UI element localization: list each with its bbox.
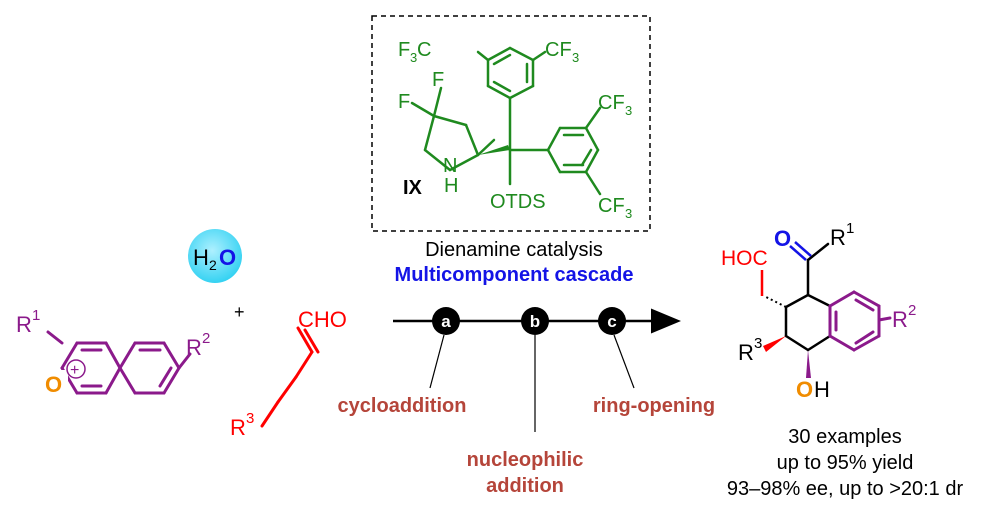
catalyst-box [371,15,651,232]
product-hoc: HOC [721,247,768,270]
pyrylium-r1-sup: 1 [32,307,40,324]
pyrylium-r2-sup: 2 [202,330,210,347]
catalyst-cf3-mid-right: CF [598,92,625,114]
water-sub: 2 [209,257,217,273]
step-b-circle-icon [521,307,549,335]
water-bubble: H 2 O [188,229,242,283]
catalyst-f1: F [398,91,410,113]
r3-wedge-icon [763,336,786,352]
pyrylium-oxygen: O [45,372,62,397]
catalyst-nh-h: H [444,175,458,197]
step-c-key: c [607,312,616,331]
product-r1-sup: 1 [846,220,854,237]
product-r3-sup: 3 [754,335,762,352]
catalysis-text: Dienamine catalysis [425,239,603,261]
step-a-key: a [441,312,451,331]
pyrylium-r2: R [186,335,202,360]
product-r1: R [830,225,846,250]
results-yield: up to 95% yield [777,452,914,474]
catalyst-structure: F 3 C CF 3 CF 3 CF 3 F F N H OTDS IX [398,39,632,221]
plus-sign: + [234,302,245,322]
step-a-circle-icon [432,307,460,335]
catalyst-cf3-top-right: CF [545,39,572,61]
svg-text:C: C [417,39,431,61]
step-b-label-line2: addition [486,475,564,497]
product-r3: R [738,340,754,365]
product-r2: R [892,307,908,332]
water-o: O [219,245,236,270]
water-h: H [193,245,209,270]
positive-charge-icon [66,359,86,379]
catalyst-cf3-mid-right-sub: 3 [625,103,632,118]
aldehyde-r3: R [230,415,246,440]
wedge-bond-icon [478,145,510,155]
aldehyde-structure: CHO R 3 [230,307,347,440]
catalyst-otds: OTDS [490,191,546,213]
pyrylium-charge: + [70,362,79,379]
step-b-key: b [530,312,540,331]
pyrylium-structure: R 1 O + R 2 [16,307,210,397]
product-oh-h: H [814,377,830,402]
step-c: c ring-opening [593,307,715,417]
aldehyde-cho: CHO [298,307,347,332]
catalyst-cf3-bottom-right: CF [598,195,625,217]
cascade-text: Multicomponent cascade [395,264,634,286]
results-examples: 30 examples [788,426,901,448]
catalyst-cf3-top-right-sub: 3 [572,50,579,65]
step-b-label-line1: nucleophilic [467,449,584,471]
product-oh-o: O [796,377,813,402]
step-c-circle-icon [598,307,626,335]
step-b: b nucleophilic addition [467,307,584,497]
product-r2-sup: 2 [908,302,916,319]
step-a-label: cycloaddition [338,395,467,417]
catalyst-label: IX [403,177,423,199]
water-circle-icon [188,229,242,283]
aldehyde-r3-sup: 3 [246,410,254,427]
catalyst-cf3-bottom-right-sub: 3 [625,206,632,221]
oh-wedge-icon [806,350,811,378]
step-c-label: ring-opening [593,395,715,417]
catalyst-nh-n: N [443,155,457,177]
results-selectivity: 93–98% ee, up to >20:1 dr [727,478,964,500]
catalyst-f2: F [432,69,444,91]
catalyst-f3c-f: F [398,39,410,61]
product-structure: HOC O R 1 R 2 R 3 O H [721,220,916,402]
catalyst-f3c-sub: 3 [410,50,417,65]
pyrylium-r1: R [16,312,32,337]
product-oxygen: O [774,226,791,251]
step-a: a cycloaddition [338,307,467,417]
